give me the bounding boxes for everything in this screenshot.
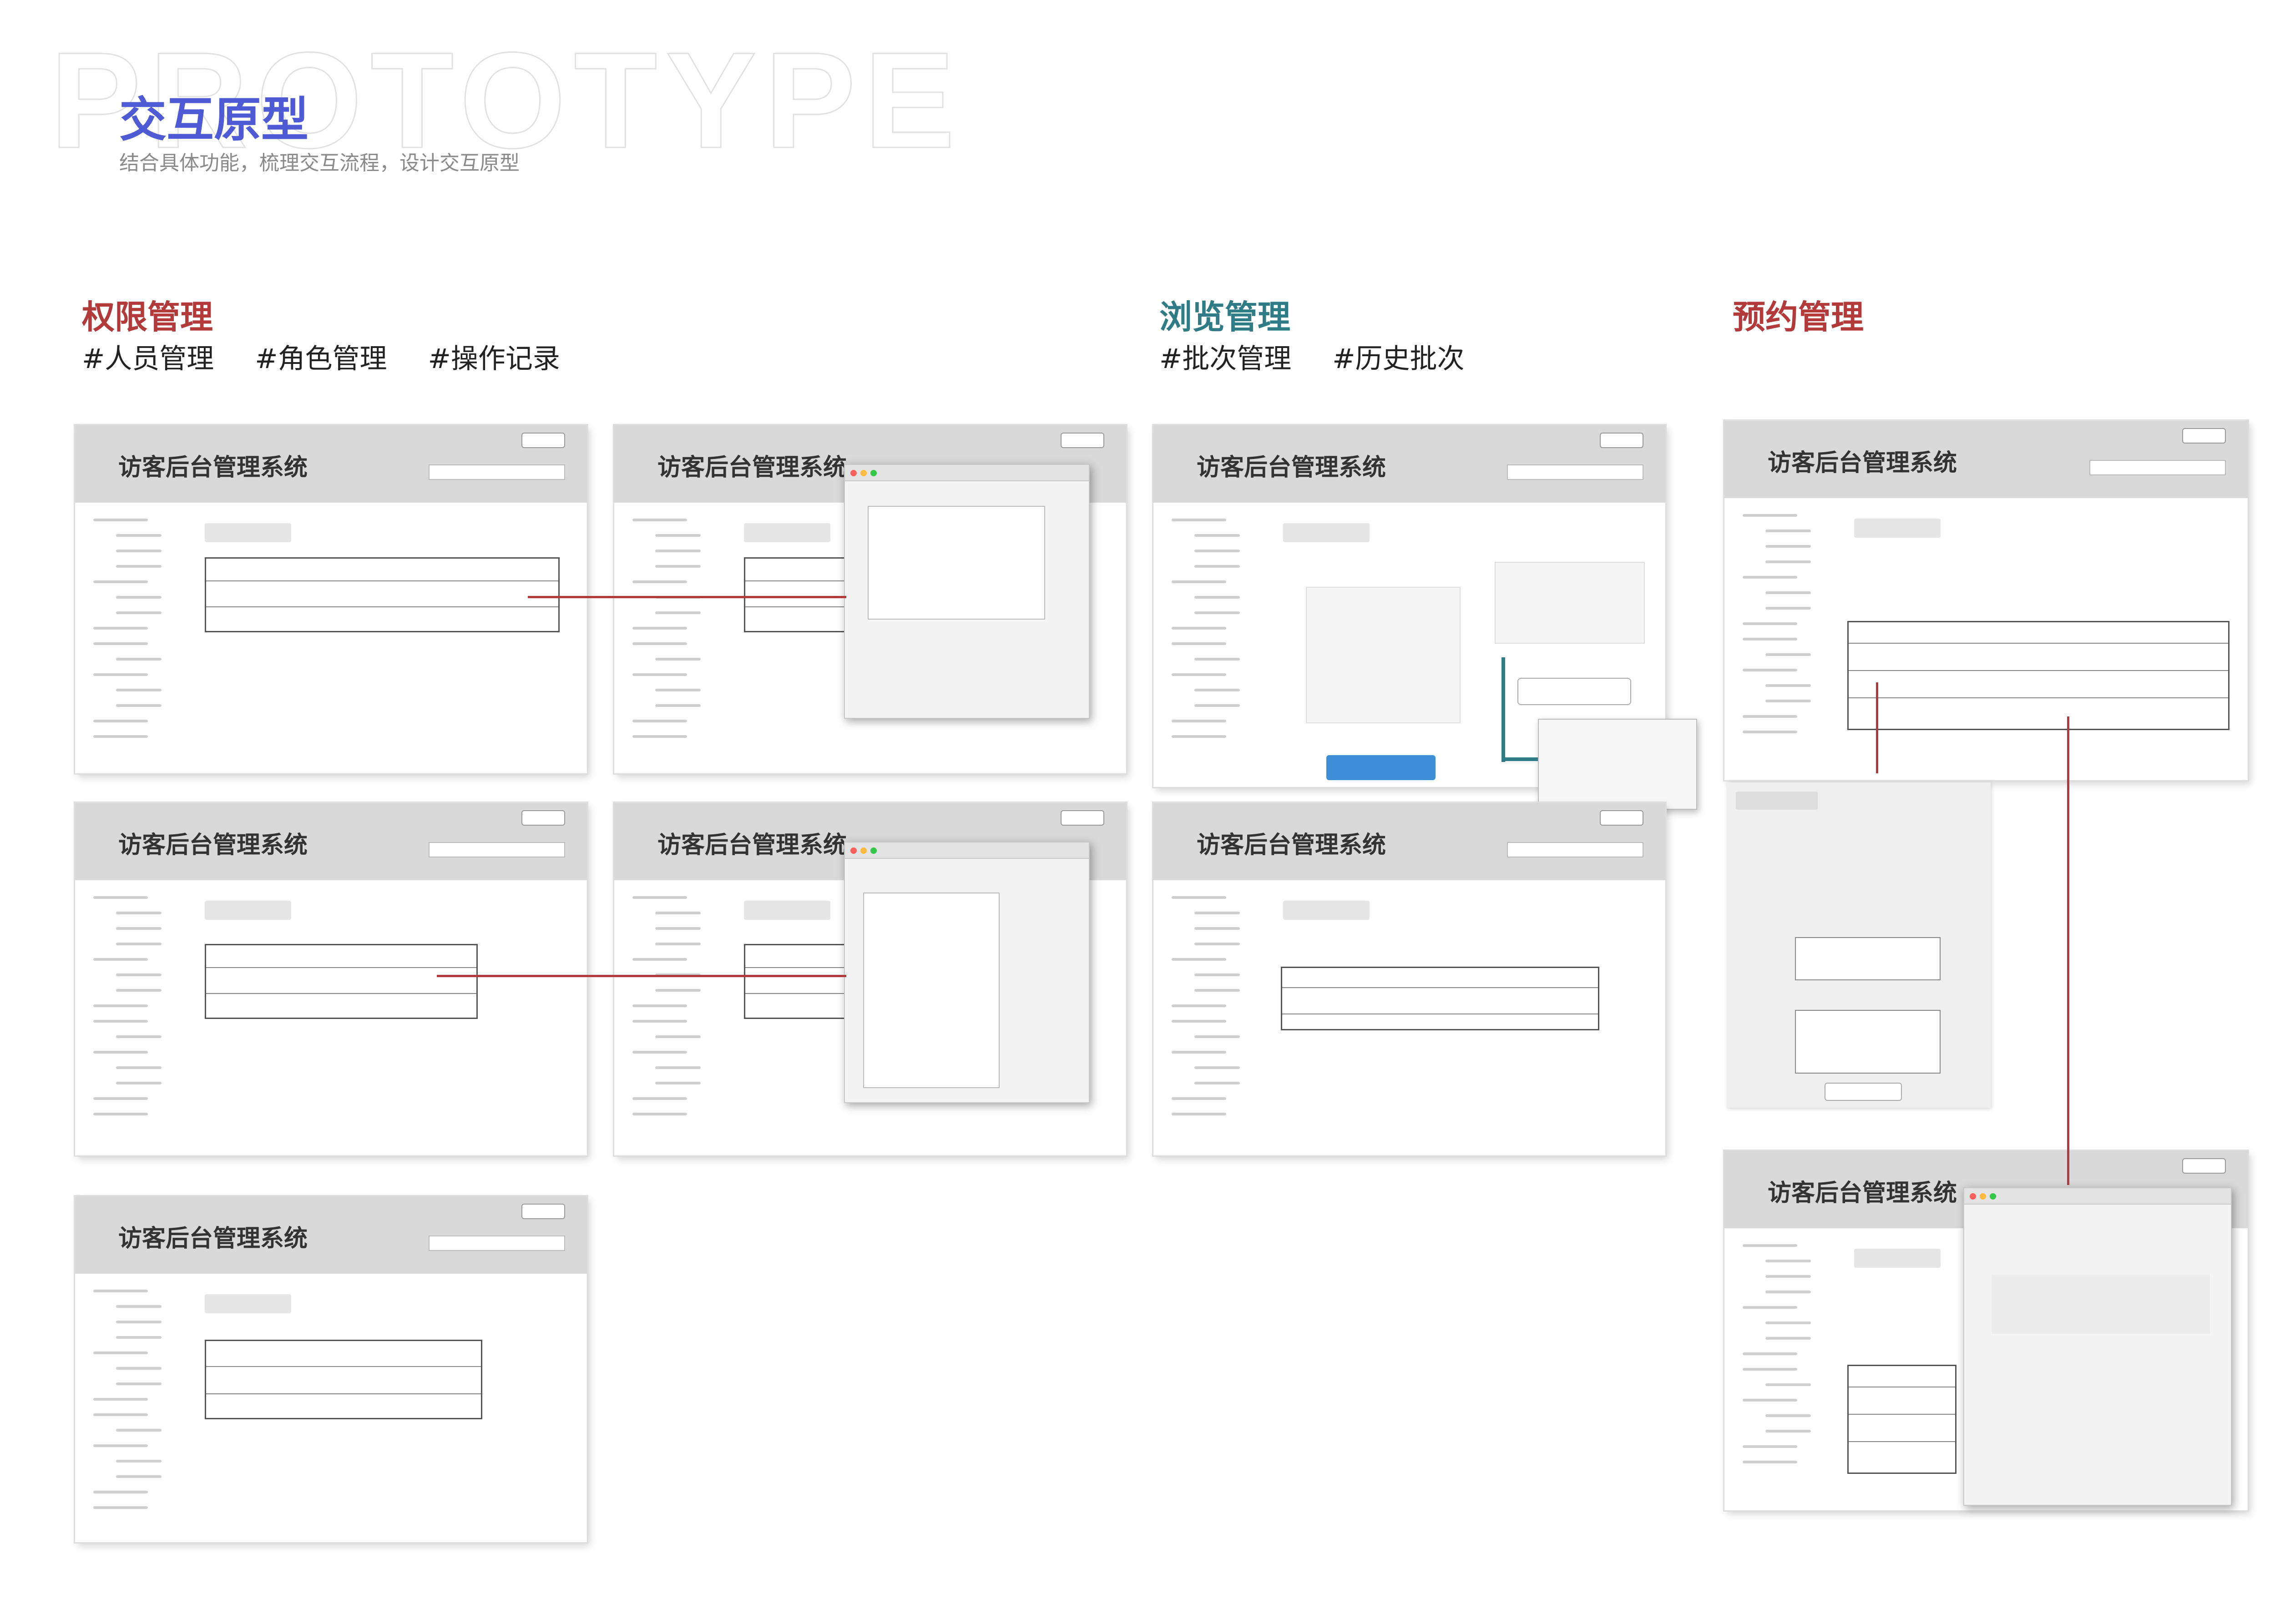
app-title: 访客后台管理系统 — [1768, 449, 1957, 477]
flow-arrow-role-edit — [437, 975, 846, 977]
content-title — [1283, 901, 1370, 920]
history-table — [1281, 967, 1599, 1030]
screen-role-management: 访客后台管理系统 — [75, 803, 587, 1155]
sidebar-tree — [632, 896, 733, 1146]
screen-people-management: 访客后台管理系统 — [75, 425, 587, 773]
logout-button[interactable] — [521, 1204, 565, 1219]
app-title: 访客后台管理系统 — [1768, 1180, 1957, 1207]
sidebar-tree — [1172, 896, 1272, 1146]
search-input[interactable] — [429, 464, 565, 480]
section-title-browse: 浏览管理 — [1159, 298, 1291, 336]
booking-table — [1847, 1365, 1956, 1474]
tag-people: #人员管理 — [82, 343, 214, 375]
page-subtitle: 结合具体功能，梳理交互流程，设计交互原型 — [119, 151, 520, 175]
search-input[interactable] — [429, 842, 565, 857]
search-input[interactable] — [429, 1236, 565, 1251]
tag-batches: #批次管理 — [1159, 343, 1292, 375]
section-title-permissions: 权限管理 — [82, 298, 213, 336]
role-table — [205, 944, 478, 1019]
app-title: 访客后台管理系统 — [1197, 832, 1386, 859]
search-input[interactable] — [2089, 460, 2226, 475]
blacklist-button[interactable] — [1825, 1083, 1902, 1101]
screen-booking-management: 访客后台管理系统 — [1724, 421, 2248, 780]
route-detail-dialog — [1963, 1187, 2232, 1506]
screen-people-edit-dialog: 访客后台管理系统 — [614, 425, 1126, 773]
search-input[interactable] — [1507, 842, 1643, 857]
user-detail-card — [1727, 782, 1991, 1108]
apply-all-button[interactable] — [1517, 678, 1631, 705]
logout-button[interactable] — [1600, 433, 1643, 448]
logout-button[interactable] — [1061, 433, 1104, 448]
calendar[interactable] — [1306, 587, 1461, 723]
screen-operation-log: 访客后台管理系统 — [75, 1196, 587, 1542]
sidebar-tree — [1743, 514, 1843, 771]
sidebar-tree — [93, 519, 193, 764]
flow-arrow-route-detail — [2067, 716, 2069, 1185]
edit-role-dialog — [844, 842, 1090, 1103]
content-title — [205, 901, 291, 920]
sidebar-tree — [1172, 519, 1272, 778]
screen-route-detail-dialog: 访客后台管理系统 — [1724, 1151, 2248, 1510]
booking-table — [1847, 621, 2230, 730]
screen-role-edit-dialog: 访客后台管理系统 — [614, 803, 1126, 1155]
app-header: 访客后台管理系统 — [75, 803, 587, 880]
time-slot-popup[interactable] — [1538, 719, 1697, 810]
section-tags-permissions: #人员管理 #角色管理 #操作记录 — [82, 337, 601, 376]
content-title — [1854, 519, 1941, 538]
app-header: 访客后台管理系统 — [75, 425, 587, 503]
logout-button[interactable] — [1061, 810, 1104, 826]
time-slot-list[interactable] — [1495, 562, 1645, 644]
flow-arrow-user-detail — [1876, 682, 1878, 773]
people-table — [205, 557, 560, 632]
content-title — [205, 1294, 291, 1313]
edit-admin-dialog — [844, 464, 1090, 719]
app-header: 访客后台管理系统 — [75, 1196, 587, 1274]
section-tags-browse: #批次管理 #历史批次 — [1159, 337, 1506, 376]
batch-set-button[interactable] — [1326, 755, 1436, 780]
app-title: 访客后台管理系统 — [657, 454, 847, 481]
teal-flow-line — [1502, 657, 1505, 762]
log-table — [205, 1340, 482, 1419]
logout-button[interactable] — [521, 810, 565, 826]
flow-arrow-people-edit — [528, 596, 846, 598]
content-title — [1854, 1249, 1941, 1268]
content-title — [1283, 523, 1370, 542]
tag-roles: #角色管理 — [255, 343, 387, 375]
content-title — [744, 523, 830, 542]
section-title-booking: 预约管理 — [1733, 298, 1864, 336]
app-header: 访客后台管理系统 — [1153, 425, 1665, 503]
app-title: 访客后台管理系统 — [657, 832, 847, 859]
logout-button[interactable] — [521, 433, 565, 448]
logout-button[interactable] — [2182, 1158, 2226, 1174]
app-header: 访客后台管理系统 — [1724, 421, 2248, 498]
app-header: 访客后台管理系统 — [1153, 803, 1665, 880]
app-title: 访客后台管理系统 — [118, 454, 308, 481]
logout-button[interactable] — [1600, 810, 1643, 826]
tag-logs: #操作记录 — [428, 343, 560, 375]
logout-button[interactable] — [2182, 428, 2226, 444]
sidebar-tree — [93, 896, 193, 1146]
search-input[interactable] — [1507, 464, 1643, 480]
content-title — [744, 901, 830, 920]
app-title: 访客后台管理系统 — [1197, 454, 1386, 481]
sidebar-tree — [93, 1290, 193, 1533]
app-title: 访客后台管理系统 — [118, 1225, 308, 1252]
sidebar-tree — [1743, 1244, 1843, 1501]
teal-flow-line — [1502, 757, 1538, 761]
page-title: 交互原型 — [119, 92, 309, 147]
screen-history-batches: 访客后台管理系统 — [1153, 803, 1665, 1155]
app-title: 访客后台管理系统 — [118, 832, 308, 859]
content-title — [205, 523, 291, 542]
tag-history: #历史批次 — [1332, 343, 1465, 375]
sidebar-tree — [632, 519, 733, 764]
prototype-watermark: PROTOTYPE — [50, 24, 963, 177]
